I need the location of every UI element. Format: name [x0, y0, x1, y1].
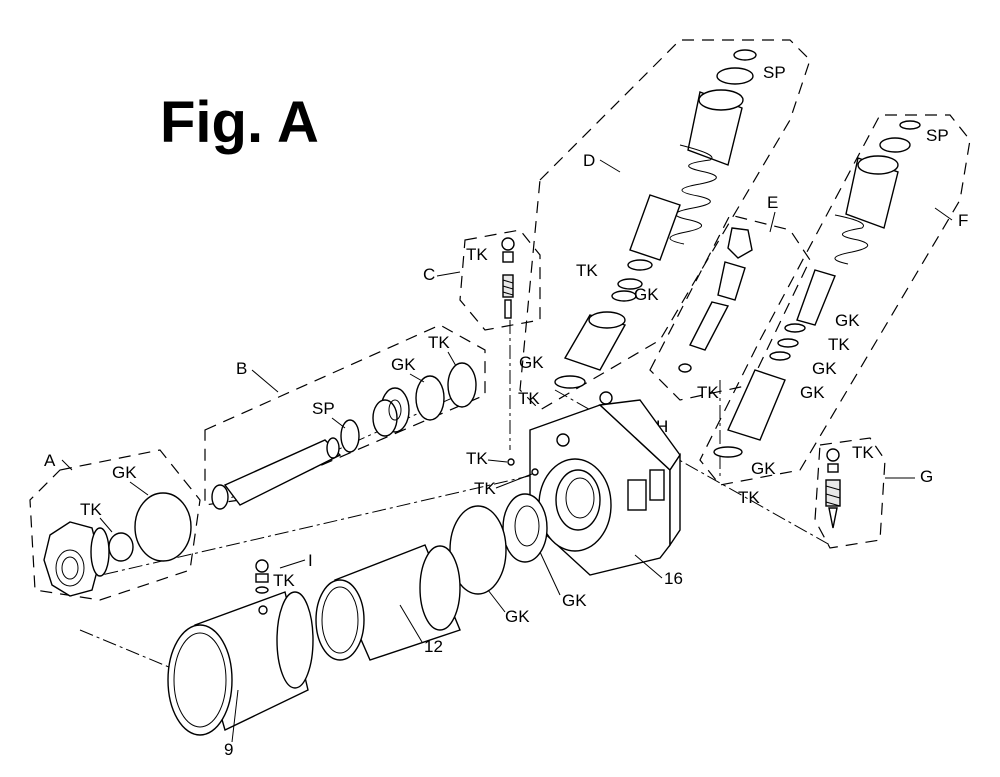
group-i: TK I	[255, 551, 313, 594]
group-f: F SP GK TK GK GK GK TK	[699, 114, 971, 507]
label-tk-d2: TK	[518, 389, 540, 408]
label-gk-f1: GK	[835, 311, 860, 330]
hex-nut	[43, 521, 110, 597]
gk-ring-large	[449, 505, 507, 595]
spring-d	[669, 144, 717, 245]
label-16: 16	[664, 569, 683, 588]
group-e: E TK	[649, 193, 811, 402]
label-tk-f: TK	[828, 335, 850, 354]
cylinder-f	[727, 369, 786, 441]
label-f: F	[958, 211, 968, 230]
label-tk-f2: TK	[738, 488, 760, 507]
label-gk-f4: GK	[751, 459, 776, 478]
label-gk-washer: GK	[562, 591, 587, 610]
label-sp-f: SP	[926, 126, 949, 145]
label-a: A	[44, 451, 56, 470]
label-tk-a: TK	[80, 500, 102, 519]
group-b: B SP GK TK	[204, 324, 486, 510]
label-gk-d: GK	[634, 285, 659, 304]
group-a: A GK TK	[29, 449, 201, 601]
outer-cylinder: 9	[167, 591, 314, 759]
sp-cap-d	[733, 49, 757, 61]
group-g-outline	[814, 437, 886, 549]
inner-cylinder: 12	[315, 544, 461, 661]
group-d: D SP TK GK GK TK	[518, 39, 811, 411]
gk-ring-a	[134, 492, 192, 562]
group-a-outline	[29, 449, 201, 601]
sp-ring-b	[340, 419, 360, 453]
group-c-outline	[459, 229, 541, 331]
gk-washer	[502, 493, 548, 563]
label-gk-f3: GK	[800, 383, 825, 402]
tk-ring-a	[108, 532, 134, 562]
label-tk-d: TK	[576, 261, 598, 280]
label-gk-d2: GK	[519, 353, 544, 372]
group-g: TK G	[814, 437, 933, 549]
label-sp-d: SP	[763, 63, 786, 82]
label-9: 9	[224, 740, 233, 759]
loose-tk-parts: TK TK	[466, 449, 539, 498]
label-gk-f2: GK	[812, 359, 837, 378]
label-tk-b: TK	[428, 333, 450, 352]
label-sp-b: SP	[312, 399, 335, 418]
label-12: 12	[424, 637, 443, 656]
label-gk-a: GK	[112, 463, 137, 482]
tk-ring-b	[447, 362, 477, 408]
pump-body: 16	[529, 399, 683, 588]
spring-housing-d	[687, 89, 744, 166]
label-tk-i: TK	[273, 571, 295, 590]
spring-f	[834, 214, 868, 265]
label-tk-g: TK	[852, 443, 874, 462]
label-tk-e: TK	[697, 383, 719, 402]
label-gk-b: GK	[391, 355, 416, 374]
label-c: C	[423, 265, 435, 284]
gk-ring-b	[415, 375, 445, 421]
label-d: D	[583, 151, 595, 170]
label-b: B	[236, 359, 247, 378]
label-e: E	[767, 193, 778, 212]
body-gaskets: GK GK	[449, 493, 587, 626]
piston-head	[372, 387, 410, 437]
group-c: TK C	[423, 229, 541, 331]
label-i: I	[308, 551, 313, 570]
label-tk-body2: TK	[474, 479, 496, 498]
figure-title: Fig. A	[160, 90, 319, 155]
label-tk-body1: TK	[466, 449, 488, 468]
plunger-rod	[211, 437, 342, 510]
group-e-outline	[649, 214, 811, 401]
label-gk-ring: GK	[505, 607, 530, 626]
valve-cap-e	[727, 227, 753, 259]
label-g: G	[920, 467, 933, 486]
rod-d	[629, 194, 681, 261]
label-tk-c: TK	[466, 245, 488, 264]
